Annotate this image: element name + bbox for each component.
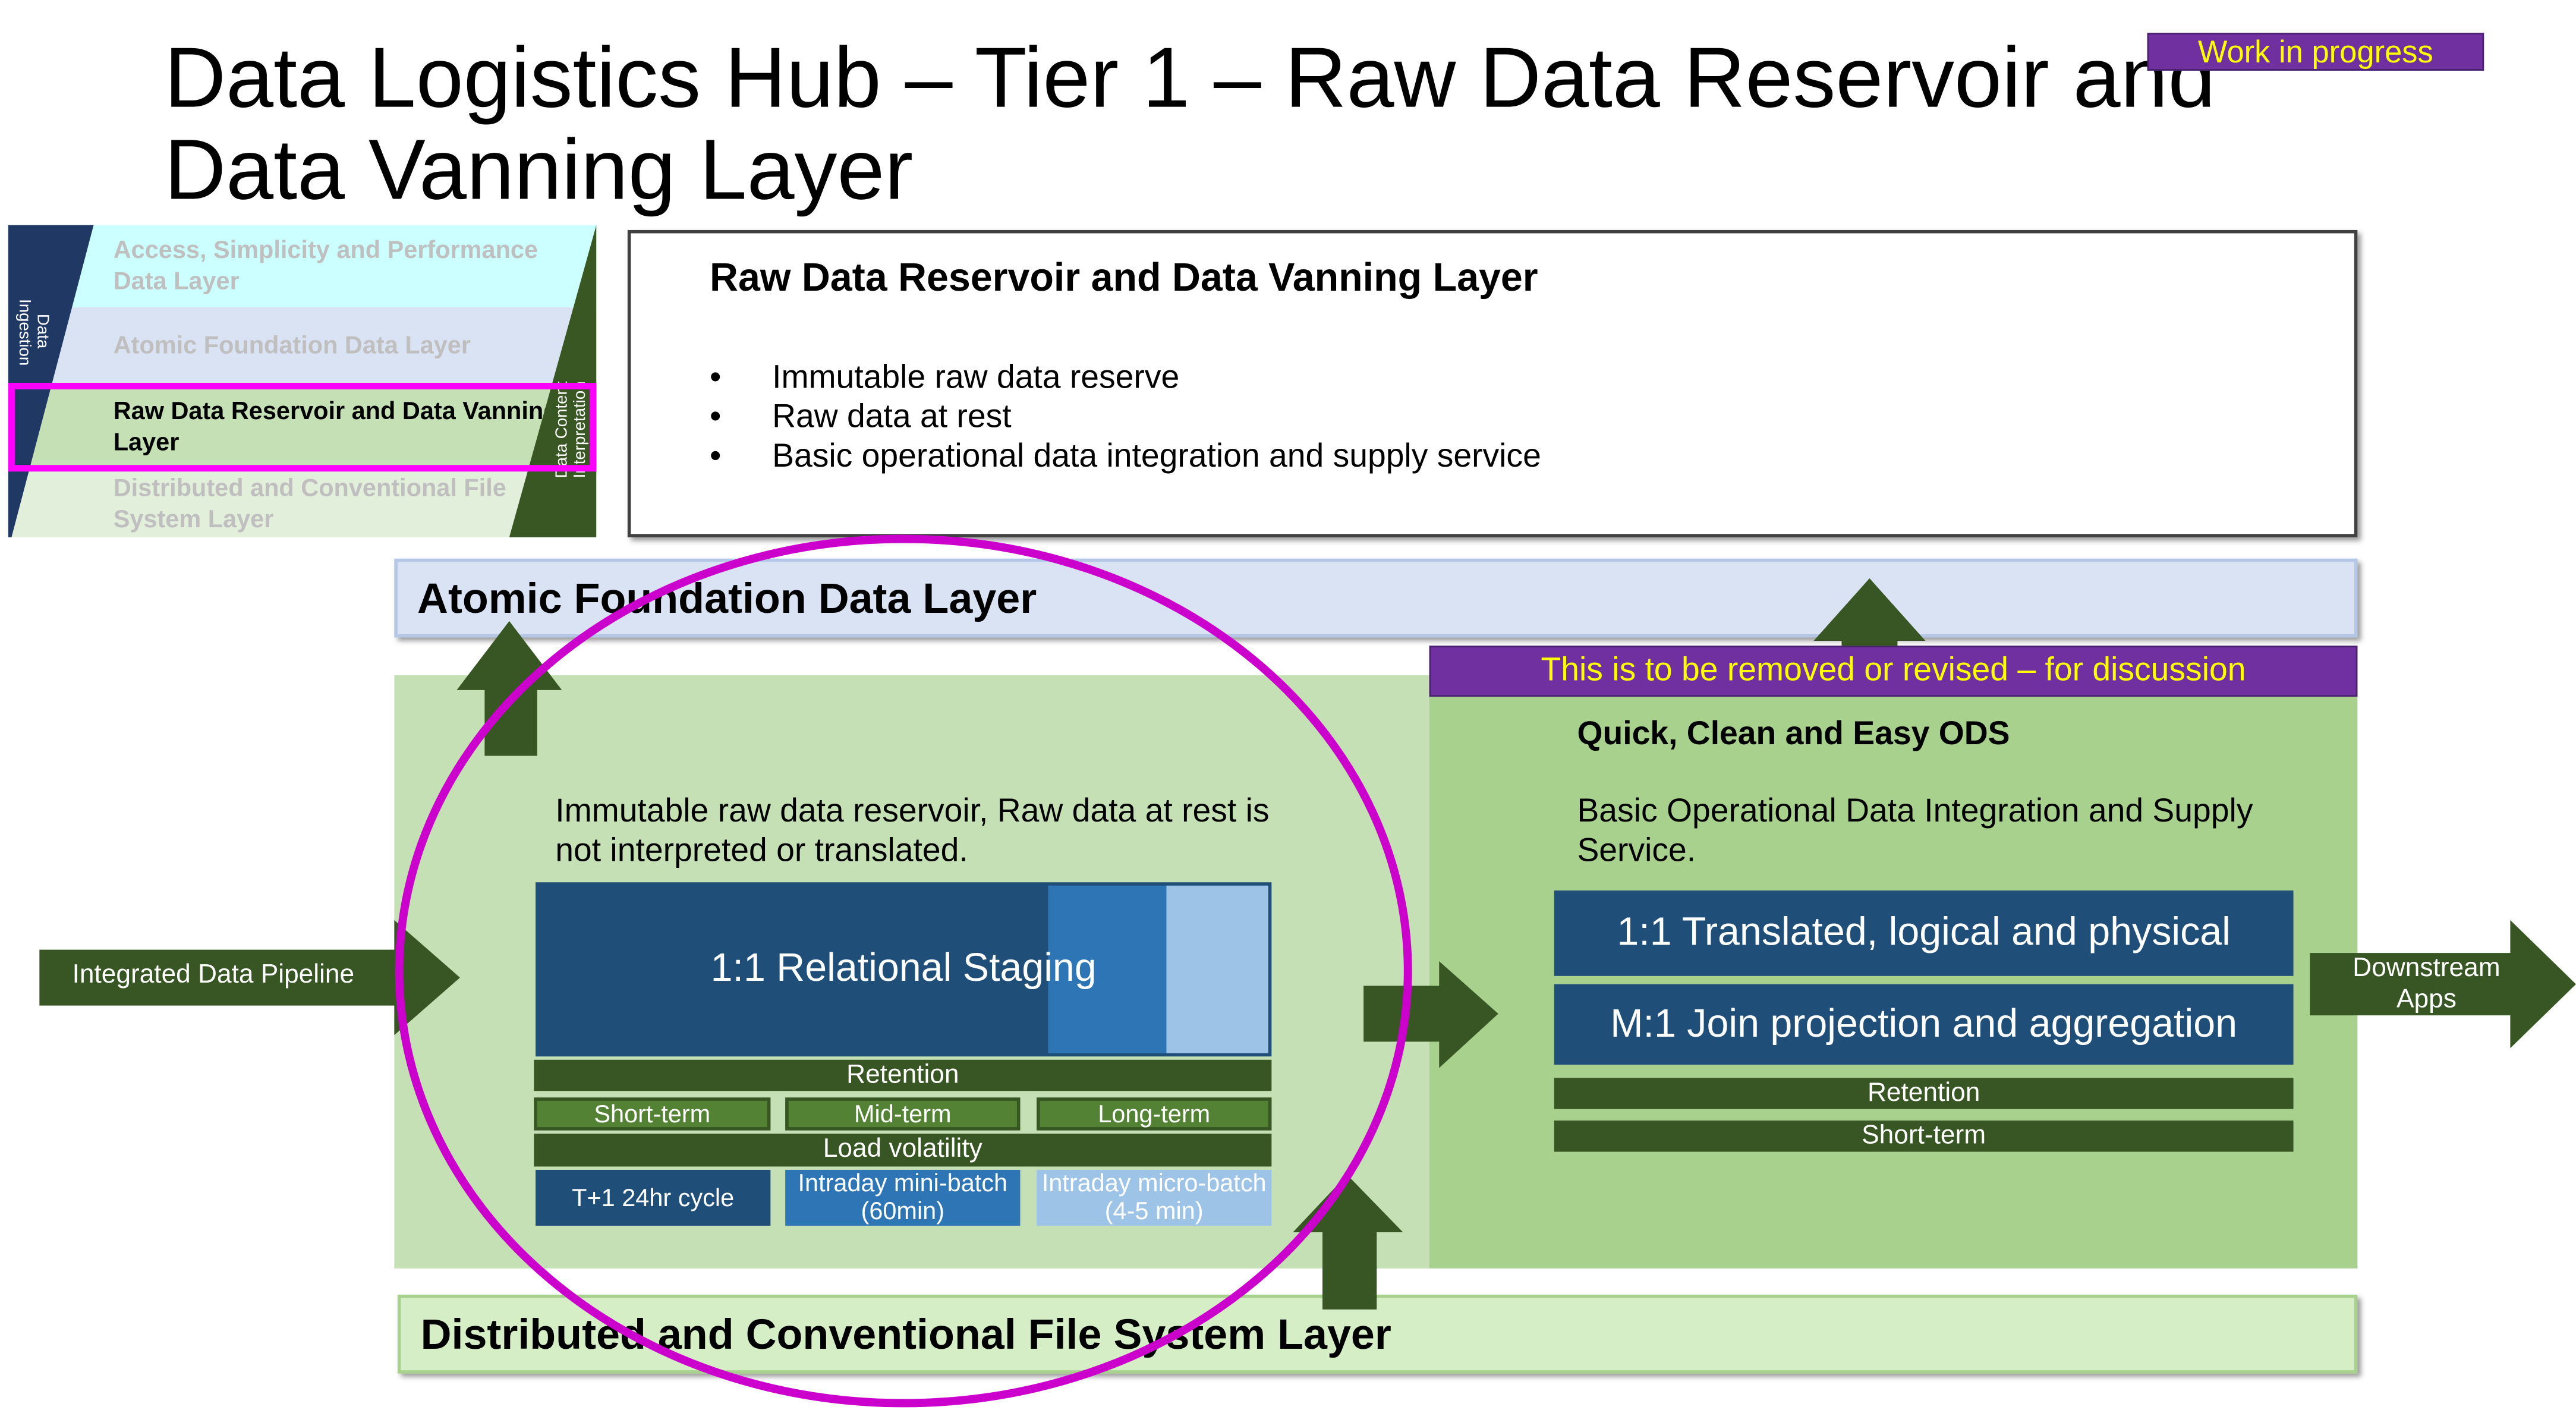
file-system-layer-bar: Distributed and Conventional File System… xyxy=(397,1295,2358,1374)
pyramid-layer-atomic: Atomic Foundation Data Layer xyxy=(8,307,597,383)
retention-long-term: Long-term xyxy=(1037,1097,1272,1131)
retention-header: Retention xyxy=(534,1059,1272,1091)
work-in-progress-badge: Work in progress xyxy=(2147,33,2484,71)
pyramid-layer-label: Raw Data Reservoir and Data Vanning Laye… xyxy=(113,397,559,457)
layer-pyramid: Access, Simplicity and Performance Data … xyxy=(8,225,597,537)
summary-box: Raw Data Reservoir and Data Vanning Laye… xyxy=(627,229,2358,537)
title-line-2: Data Vanning Layer xyxy=(164,123,914,219)
retention-mid-term: Mid-term xyxy=(785,1097,1021,1131)
ods-retention-short-term: Short-term xyxy=(1554,1121,2294,1152)
atomic-foundation-layer-bar: Atomic Foundation Data Layer xyxy=(394,558,2358,638)
ods-translated-box: 1:1 Translated, logical and physical xyxy=(1554,890,2294,976)
retention-short-term: Short-term xyxy=(534,1097,771,1131)
pyramid-layer-label: Distributed and Conventional File System… xyxy=(113,474,506,534)
bullet-item: Immutable raw data reserve xyxy=(710,358,1541,398)
ods-heading: Quick, Clean and Easy ODS xyxy=(1577,716,2010,753)
load-micro-batch: Intraday micro-batch (4-5 min) xyxy=(1037,1169,1272,1226)
bullet-item: Raw data at rest xyxy=(710,398,1541,437)
ods-area xyxy=(1429,690,2358,1269)
summary-bullets: Immutable raw data reserve Raw data at r… xyxy=(710,358,1541,477)
title-line-1: Data Logistics Hub – Tier 1 – Raw Data R… xyxy=(164,31,2216,127)
load-volatility-header: Load volatility xyxy=(534,1134,1272,1167)
summary-heading: Raw Data Reservoir and Data Vanning Laye… xyxy=(710,256,1538,301)
file-system-layer-label: Distributed and Conventional File System… xyxy=(420,1308,1391,1358)
page-title: Data Logistics Hub – Tier 1 – Raw Data R… xyxy=(164,33,2215,217)
pyramid-layer-label: Atomic Foundation Data Layer xyxy=(113,331,471,359)
pyramid-layer-label: Access, Simplicity and Performance Data … xyxy=(113,237,538,296)
discussion-banner: This is to be removed or revised – for d… xyxy=(1429,646,2358,697)
data-ingestion-label: Data Ingestion xyxy=(14,298,51,366)
ods-retention-header: Retention xyxy=(1554,1078,2294,1109)
pyramid-highlight-box xyxy=(8,383,597,472)
ods-join-box: M:1 Join projection and aggregation xyxy=(1554,984,2294,1065)
atomic-layer-label: Atomic Foundation Data Layer xyxy=(417,572,1037,622)
staging-label: 1:1 Relational Staging xyxy=(710,946,1097,991)
pyramid-layer-access: Access, Simplicity and Performance Data … xyxy=(8,225,597,307)
load-mini-batch: Intraday mini-batch (60min) xyxy=(785,1169,1021,1226)
pyramid-layer-distributed: Distributed and Conventional File System… xyxy=(8,471,597,537)
pyramid-side-bars xyxy=(8,225,597,537)
ods-description: Basic Operational Data Integration and S… xyxy=(1577,794,2253,870)
bullet-item: Basic operational data integration and s… xyxy=(710,437,1541,476)
relational-staging-box: 1:1 Relational Staging xyxy=(536,882,1272,1057)
reservoir-description: Immutable raw data reservoir, Raw data a… xyxy=(555,794,1270,870)
pyramid-layer-raw: Raw Data Reservoir and Data Vanning Laye… xyxy=(8,383,597,472)
load-t1-cycle: T+1 24hr cycle xyxy=(536,1169,771,1226)
input-arrow-label: Integrated Data Pipeline xyxy=(72,961,355,989)
output-arrow-label: Downstream Apps xyxy=(2353,954,2501,1014)
